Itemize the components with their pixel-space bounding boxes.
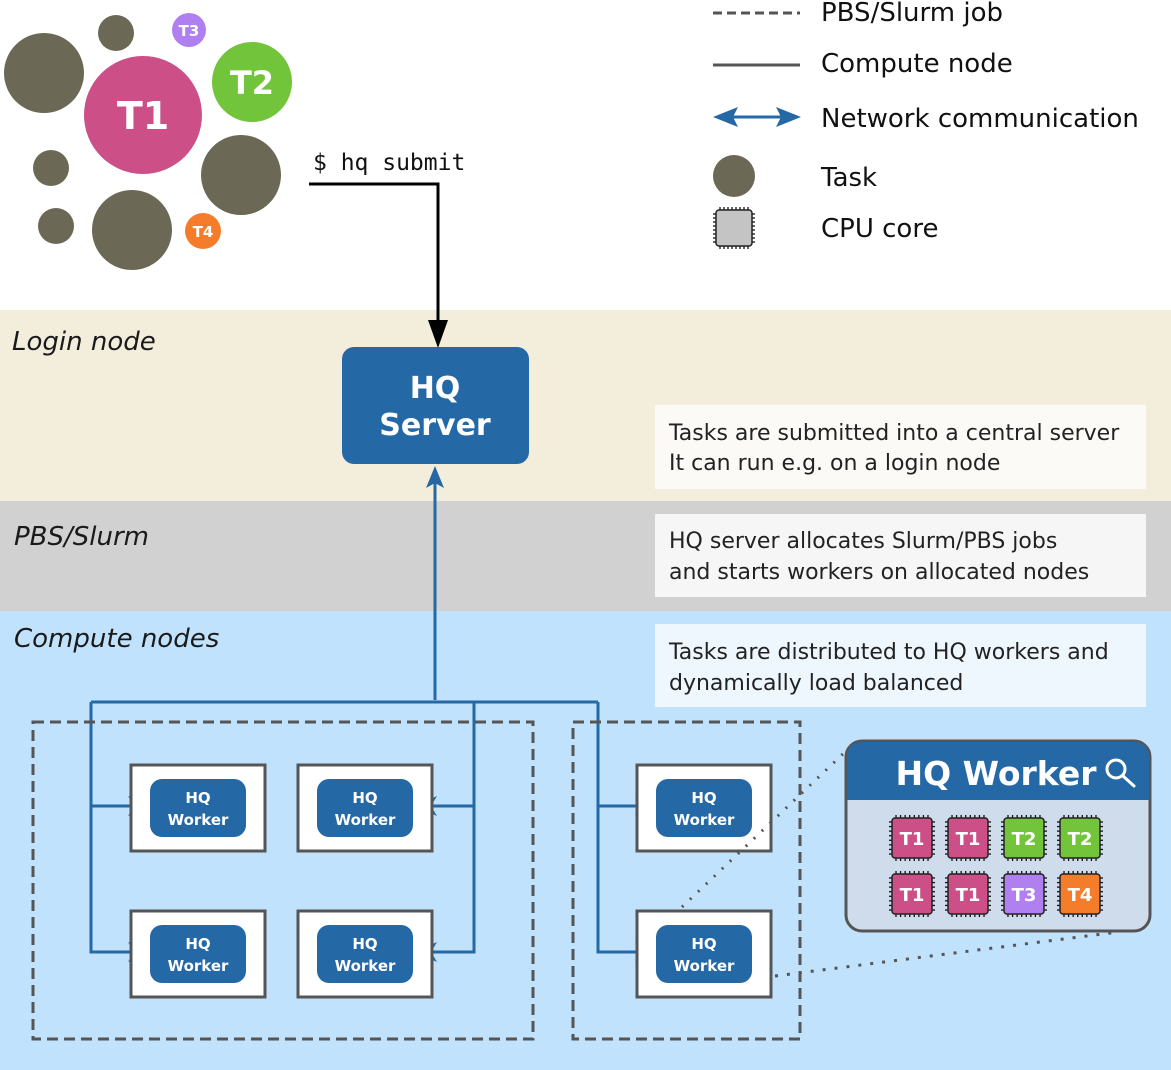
hq-worker-label-line-2: Worker: [674, 957, 735, 975]
hq-worker-label-line-1: HQ: [352, 935, 377, 953]
task-t4-circle: [185, 213, 221, 249]
cpu-core-task-label: T1: [900, 829, 925, 850]
network-line: [596, 702, 648, 954]
cpu-core: T4: [1057, 871, 1103, 917]
compute-node: HQ Worker: [635, 763, 773, 853]
task-t3-circle: [172, 13, 206, 47]
cpu-core: T1: [889, 815, 935, 861]
hq-worker-label-line-1: HQ: [691, 935, 716, 953]
legend-item-task: Task: [713, 155, 877, 197]
hq-worker[interactable]: HQ Worker: [317, 925, 413, 983]
task-circle: [201, 135, 281, 215]
hq-worker-label-line-1: HQ: [691, 789, 716, 807]
task-t4-label: T4: [193, 223, 214, 241]
hq-server-label-line-1: HQ: [410, 371, 461, 406]
cpu-core: T1: [945, 815, 991, 861]
pbs-note-line-1: HQ server allocates Slurm/PBS jobs: [669, 529, 1057, 554]
legend-item-cpu-core: CPU core: [713, 207, 938, 249]
legend-label: PBS/Slurm job: [821, 0, 1003, 28]
hq-worker[interactable]: HQ Worker: [317, 779, 413, 837]
task-t1-circle: [84, 56, 202, 174]
zoom-callout-lines: [680, 750, 1119, 978]
legend-label: Compute node: [821, 49, 1013, 79]
cpu-core-task-label: T4: [1068, 885, 1093, 906]
compute-node: HQ Worker: [129, 909, 267, 999]
cpu-core-chip: [713, 207, 755, 249]
pbs-note: HQ server allocates Slurm/PBS jobs and s…: [655, 514, 1146, 597]
task-circle: [33, 150, 69, 186]
pbs-slurm-label: PBS/Slurm: [14, 522, 149, 552]
task-t2-circle: [212, 42, 292, 122]
hq-worker-label-line-2: Worker: [674, 811, 735, 829]
legend-label: Network communication: [821, 104, 1139, 134]
task-circle: [98, 15, 134, 51]
hq-worker-label-line-1: HQ: [185, 789, 210, 807]
legend: PBS/Slurm job Compute node Network commu…: [713, 0, 1139, 249]
cpu-core-task-label: T1: [956, 885, 981, 906]
legend-item-pbs-slurm-job: PBS/Slurm job: [713, 0, 1003, 28]
workers: HQWorkerHQWorkerHQWorkerHQWorkerHQWorker…: [129, 763, 773, 999]
compute-note-line-2: dynamically load balanced: [669, 671, 963, 696]
compute-note: Tasks are distributed to HQ workers and …: [655, 624, 1146, 707]
login-note-line-1: Tasks are submitted into a central serve…: [668, 421, 1120, 446]
legend-item-compute-node: Compute node: [713, 49, 1013, 79]
task-cluster: T1 T2 T3 T4: [4, 13, 292, 270]
login-note-line-2: It can run e.g. on a login node: [669, 451, 1000, 476]
hq-worker[interactable]: HQ Worker: [150, 779, 246, 837]
compute-node: HQ Worker: [296, 763, 434, 853]
task-t1-label: T1: [117, 94, 169, 138]
compute-nodes-label: Compute nodes: [14, 624, 219, 654]
compute-node: HQ Worker: [129, 763, 267, 853]
network-line: [425, 702, 476, 954]
cpu-core-task-label: T3: [1012, 885, 1037, 906]
cpu-core-task-label: T2: [1068, 829, 1093, 850]
hq-worker[interactable]: HQ Worker: [656, 925, 752, 983]
cpu-core: T1: [945, 871, 991, 917]
cpu-core: T2: [1057, 815, 1103, 861]
hq-worker-label-line-2: Worker: [168, 811, 229, 829]
hq-worker-label-line-2: Worker: [335, 811, 396, 829]
legend-label: CPU core: [821, 214, 938, 244]
cpu-core: T3: [1001, 871, 1047, 917]
cpu-core-task-label: T2: [1012, 829, 1037, 850]
login-node-label: Login node: [12, 327, 156, 357]
cpu-core-icon: [713, 207, 755, 249]
legend-item-network-communication: Network communication: [713, 104, 1139, 134]
pbs-note-line-2: and starts workers on allocated nodes: [669, 560, 1089, 585]
cpu-core: T1: [889, 871, 935, 917]
task-t2-label: T2: [230, 64, 274, 102]
hq-worker[interactable]: HQ Worker: [656, 779, 752, 837]
hq-worker-label-line-1: HQ: [185, 935, 210, 953]
submit-arrow: [309, 182, 440, 332]
cpu-core-task-label: T1: [956, 829, 981, 850]
double-arrow-icon: [713, 107, 801, 127]
task-circle: [92, 190, 172, 270]
cpu-core: T2: [1001, 815, 1047, 861]
task-circle: [4, 33, 84, 113]
hq-worker-label-line-2: Worker: [168, 957, 229, 975]
magnifier-icon[interactable]: [1105, 758, 1136, 788]
task-icon: [713, 155, 755, 197]
network-line: [89, 702, 140, 954]
hq-submit-command: $ hq submit: [313, 150, 465, 176]
network-arrow-head: [426, 466, 444, 488]
cpu-core-task-label: T1: [900, 885, 925, 906]
hq-worker-detail-title: HQ Worker: [895, 754, 1097, 793]
task-circle: [38, 208, 74, 244]
legend-label: Task: [820, 163, 877, 193]
hq-worker-label-line-1: HQ: [352, 789, 377, 807]
hq-worker[interactable]: HQ Worker: [150, 925, 246, 983]
hq-worker-label-line-2: Worker: [335, 957, 396, 975]
compute-node: HQ Worker: [296, 909, 434, 999]
login-note: Tasks are submitted into a central serve…: [655, 405, 1146, 489]
submit-arrow-head: [428, 320, 448, 348]
task-t3-label: T3: [179, 22, 200, 40]
hq-server-label-line-2: Server: [379, 408, 491, 443]
compute-node: HQ Worker: [635, 909, 773, 999]
hq-server[interactable]: HQ Server: [342, 347, 529, 464]
compute-note-line-1: Tasks are distributed to HQ workers and: [668, 640, 1109, 665]
